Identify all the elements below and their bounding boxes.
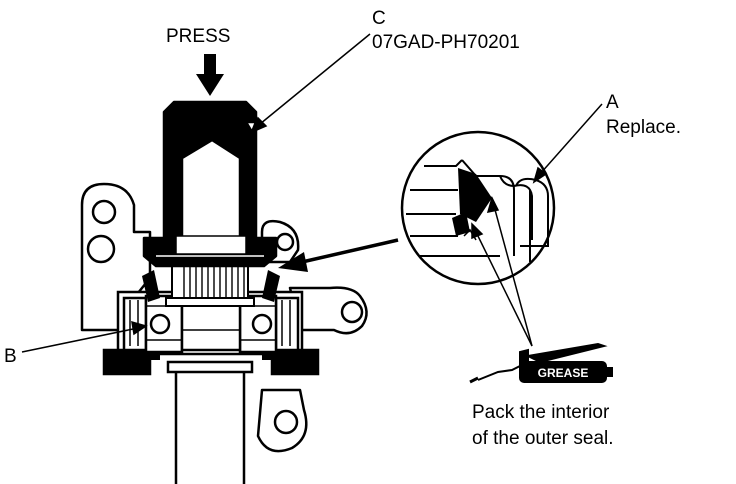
grease-gun-icon: GREASE — [469, 342, 613, 384]
seal-detail-view — [400, 130, 556, 286]
callout-a-note: Replace. — [606, 117, 681, 138]
hub-shaft — [166, 360, 254, 484]
callout-b-letter: B — [4, 346, 17, 367]
detail-pointer-arrow — [278, 238, 399, 272]
steering-knuckle — [80, 182, 368, 453]
callout-c-letter: C — [372, 8, 386, 29]
leader-line-b — [21, 320, 148, 353]
pack-instruction-line1: Pack the interior — [472, 402, 610, 423]
callout-a-letter: A — [606, 92, 619, 113]
special-tool-c — [142, 100, 278, 268]
callout-c-part-number: 07GAD-PH70201 — [372, 32, 520, 53]
arrow-down-icon — [196, 54, 224, 96]
press-label: PRESS — [166, 26, 230, 47]
pack-instruction-line2: of the outer seal. — [472, 428, 614, 449]
leader-line-c — [250, 33, 371, 134]
grease-tag-label: GREASE — [538, 366, 589, 380]
outer-seal-a — [142, 270, 280, 360]
grease-leader-lines — [471, 195, 533, 347]
seal-lip-detail — [458, 168, 492, 222]
leader-line-a — [532, 103, 603, 184]
